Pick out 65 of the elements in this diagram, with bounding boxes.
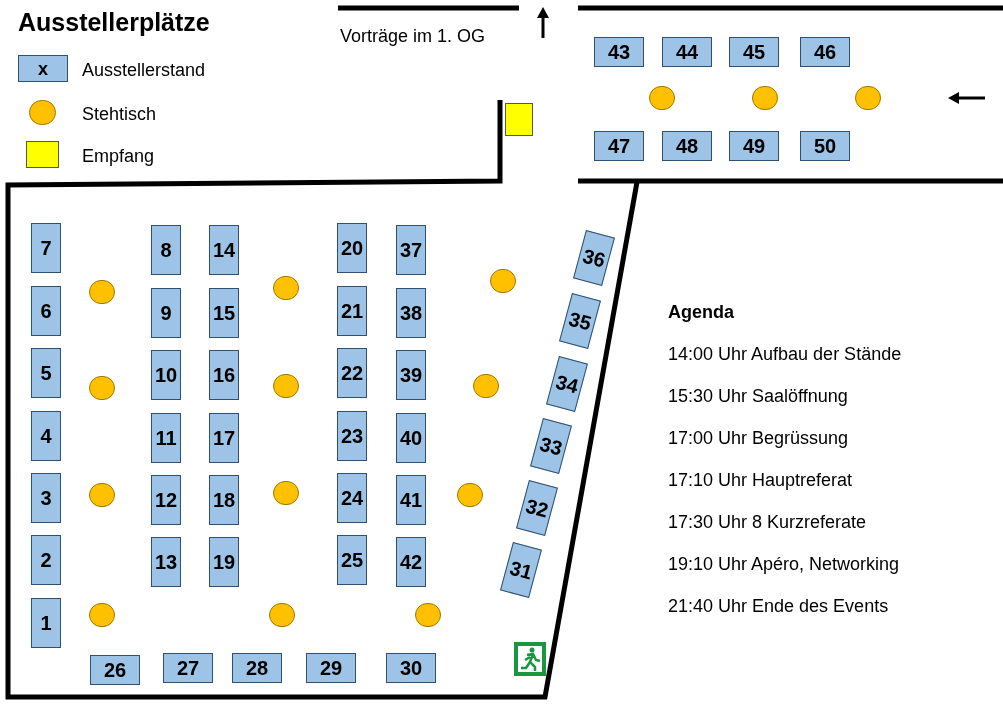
booth-box: 17 [209,413,239,463]
booth-box: 45 [729,37,779,67]
booth-box: 21 [337,286,367,336]
booth-box: 43 [594,37,644,67]
booth-box: 44 [662,37,712,67]
direction-label: Vorträge im 1. OG [340,25,486,48]
booth-box: 32 [516,479,558,537]
booth-box: 27 [163,653,213,683]
booth-box: 37 [396,225,426,275]
agenda-item: 17:00 Uhr Begrüssung [668,427,850,450]
booth-box: 39 [396,350,426,400]
agenda-item: 21:40 Uhr Ende des Events [668,595,890,618]
booth-box: 26 [90,655,140,685]
booth-box: 11 [151,413,181,463]
booth-box: 4 [31,411,61,461]
reception-square [505,103,533,136]
booth-box: 25 [337,535,367,585]
booth-box: 13 [151,537,181,587]
booth-box: 31 [500,541,542,599]
booth-box: 28 [232,653,282,683]
agenda-item: 14:00 Uhr Aufbau der Stände [668,343,902,366]
booth-box: 48 [662,131,712,161]
booth-box: 16 [209,350,239,400]
legend-label: Stehtisch [82,103,157,126]
booth-box: 20 [337,223,367,273]
booth-box: 18 [209,475,239,525]
booth-box: 50 [800,131,850,161]
booth-box: 36 [573,229,615,287]
swatch-label: x [38,59,48,78]
booth-box: 10 [151,350,181,400]
booth-box: 47 [594,131,644,161]
booth-box: 24 [337,473,367,523]
booth-box: 9 [151,288,181,338]
booth-box: 30 [386,653,436,683]
booth-box: 33 [530,417,572,475]
legend-label: Empfang [82,145,155,168]
booth-box: 14 [209,225,239,275]
agenda-item: 15:30 Uhr Saalöffnung [668,385,849,408]
title: Ausstellerplätze [18,7,210,38]
booth-box: 12 [151,475,181,525]
booth-box: 23 [337,411,367,461]
booth-box: 15 [209,288,239,338]
booth-box: 22 [337,348,367,398]
booth-box: 49 [729,131,779,161]
agenda-heading: Agenda [668,301,735,324]
booth-box: 42 [396,537,426,587]
agenda-item: 17:10 Uhr Hauptreferat [668,469,854,492]
booth-box: 19 [209,537,239,587]
booth-box: 6 [31,286,61,336]
booth-box: 2 [31,535,61,585]
agenda-item: 17:30 Uhr 8 Kurzreferate [668,511,868,534]
booth-box: 35 [559,292,601,350]
booth-box: 3 [31,473,61,523]
booth-box: 41 [396,475,426,525]
booth-box: 40 [396,413,426,463]
booth-box: 29 [306,653,356,683]
booth-box: 34 [546,355,588,413]
booth-box: 46 [800,37,850,67]
agenda-item: 19:10 Uhr Apéro, Networking [668,553,901,576]
booth-box: 1 [31,598,61,648]
booth-box: 38 [396,288,426,338]
legend-label: Ausstellerstand [82,59,206,82]
booth-box: 8 [151,225,181,275]
booth-box: 7 [31,223,61,273]
booth-box: 5 [31,348,61,398]
